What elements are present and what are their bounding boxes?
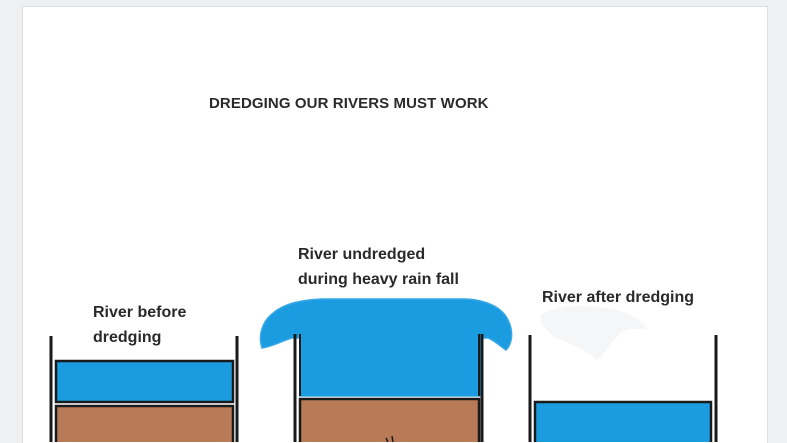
diagram-title: DREDGING OUR RIVERS MUST WORK bbox=[209, 95, 489, 112]
label-river-before: River before dredging bbox=[93, 300, 186, 350]
river-before-water bbox=[54, 359, 235, 404]
river-after-smudge bbox=[540, 306, 646, 360]
river-after-panel bbox=[528, 306, 718, 442]
label-river-heavy-rain-line1: River undredged bbox=[298, 246, 426, 263]
river-before-silt bbox=[54, 404, 235, 442]
river-before-panel bbox=[49, 336, 239, 442]
label-river-heavy-rain-line2: during heavy rain fall bbox=[298, 271, 459, 288]
label-river-before-line2: dredging bbox=[93, 329, 162, 346]
label-river-after: River after dredging bbox=[542, 289, 695, 306]
river-after-water bbox=[533, 400, 713, 442]
river-heavy-rain-panel bbox=[259, 298, 513, 442]
label-river-before-line1: River before bbox=[93, 304, 187, 321]
river-heavy-rain-silt bbox=[298, 397, 481, 442]
label-river-heavy-rain: River undredged during heavy rain fall bbox=[298, 242, 459, 292]
river-heavy-rain-water-edge bbox=[299, 333, 480, 397]
river-heavy-rain-silt-mark bbox=[385, 435, 394, 442]
